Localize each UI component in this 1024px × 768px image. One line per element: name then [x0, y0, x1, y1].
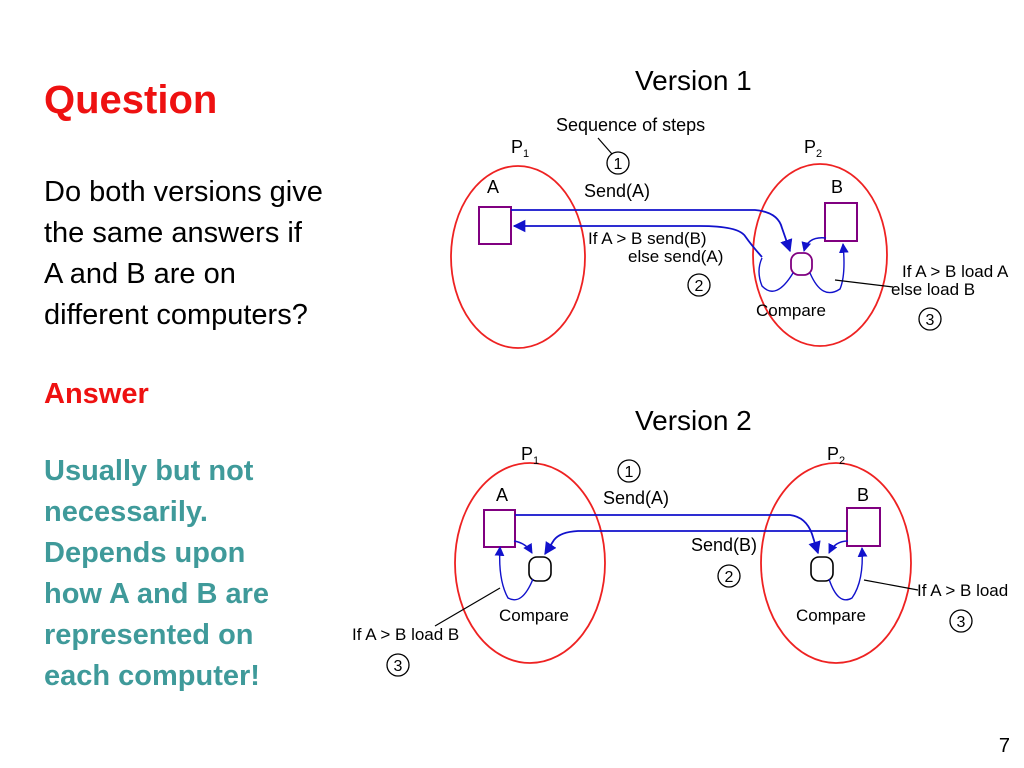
step-3-right-marker — [949, 609, 973, 633]
send-a-label: Send(A) — [584, 181, 650, 201]
compare-label: Compare — [756, 301, 826, 320]
b-box — [846, 507, 881, 547]
load-pointer-left — [434, 587, 501, 627]
send-a-arrow — [515, 514, 821, 555]
sequence-pointer — [597, 137, 613, 155]
answer-line: Usually but not — [44, 455, 254, 487]
send-b-label: Send(B) — [691, 535, 757, 555]
p2-circle — [760, 462, 912, 664]
b-box — [824, 202, 858, 242]
load-pointer — [834, 279, 894, 288]
sequence-label: Sequence of steps — [556, 115, 705, 135]
answer-heading: Answer — [44, 378, 149, 410]
page-number: 7 — [998, 735, 1010, 757]
if-load-b-label: If A > B load B — [352, 625, 459, 644]
slide-title: Question — [44, 78, 218, 122]
compare-node — [790, 252, 813, 276]
p2-circle — [752, 163, 888, 347]
step-1-marker — [606, 151, 630, 175]
compare-loop-right — [828, 547, 868, 601]
compare-node-left — [528, 556, 552, 582]
a-box — [483, 509, 516, 548]
answer-line: necessarily. — [44, 496, 208, 528]
step-3-number: 3 — [926, 312, 935, 329]
version-1-diagram: Version 1 Sequence of steps 1 P1 P2 A B … — [450, 65, 1009, 349]
step-3-left-number: 3 — [394, 658, 403, 675]
version-2-diagram: Version 2 P1 P2 1 A B Send(A) Send(B) 2 … — [352, 405, 1008, 677]
p1-circle — [450, 165, 586, 349]
p2-label: P2 — [827, 444, 845, 467]
p1-label: P1 — [511, 137, 529, 160]
if-load-a-label: If A > B load — [917, 581, 1008, 600]
question-line: the same answers if — [44, 217, 302, 249]
step-3-marker — [918, 307, 942, 331]
b-to-compare-arrow — [828, 540, 849, 554]
step-1-number: 1 — [614, 156, 623, 173]
version-2-label: Version 2 — [635, 405, 752, 436]
step-2-marker — [717, 564, 741, 588]
a-box — [478, 206, 512, 245]
if-load-a-label: If A > B load A — [902, 262, 1009, 281]
compare-loop-right — [809, 243, 849, 294]
compare-label-left: Compare — [499, 606, 569, 625]
p2-label: P2 — [804, 137, 822, 160]
compare-loop-left — [758, 257, 794, 292]
step-1-number: 1 — [625, 464, 634, 481]
answer-line: represented on — [44, 619, 254, 651]
answer-line: Depends upon — [44, 537, 246, 569]
send-a-label: Send(A) — [603, 488, 669, 508]
step-3-left-marker — [386, 653, 410, 677]
b-label: B — [857, 485, 869, 505]
send-b-arrow — [512, 219, 763, 258]
p1-label: P1 — [521, 444, 539, 467]
question-text: Do both versions give the same answers i… — [44, 172, 323, 336]
p1-circle — [454, 462, 606, 664]
send-a-arrow — [511, 209, 793, 253]
step-2-number: 2 — [695, 278, 704, 295]
step-2-marker — [687, 273, 711, 297]
else-send-a-label: else send(A) — [628, 247, 723, 266]
b-label: B — [831, 177, 843, 197]
a-to-compare-arrow — [513, 540, 533, 554]
step-1-marker — [617, 459, 641, 483]
answer-line: each computer! — [44, 660, 260, 692]
answer-text: Usually but not necessarily. Depends upo… — [44, 451, 334, 697]
send-b-arrow — [544, 530, 847, 556]
question-line: Do both versions give — [44, 176, 323, 208]
step-2-number: 2 — [725, 569, 734, 586]
if-send-b-label: If A > B send(B) — [588, 229, 707, 248]
else-load-b-label: else load B — [891, 280, 975, 299]
question-line: A and B are on — [44, 258, 236, 290]
step-3-right-number: 3 — [957, 614, 966, 631]
compare-node-right — [810, 556, 834, 582]
a-label: A — [487, 177, 499, 197]
answer-line: how A and B are — [44, 578, 270, 610]
load-pointer-right — [863, 579, 919, 591]
compare-loop-left — [494, 546, 534, 601]
a-label: A — [496, 485, 508, 505]
b-to-compare-arrow — [801, 237, 827, 252]
compare-label-right: Compare — [796, 606, 866, 625]
question-line: different computers? — [44, 299, 308, 331]
version-1-label: Version 1 — [635, 65, 752, 96]
